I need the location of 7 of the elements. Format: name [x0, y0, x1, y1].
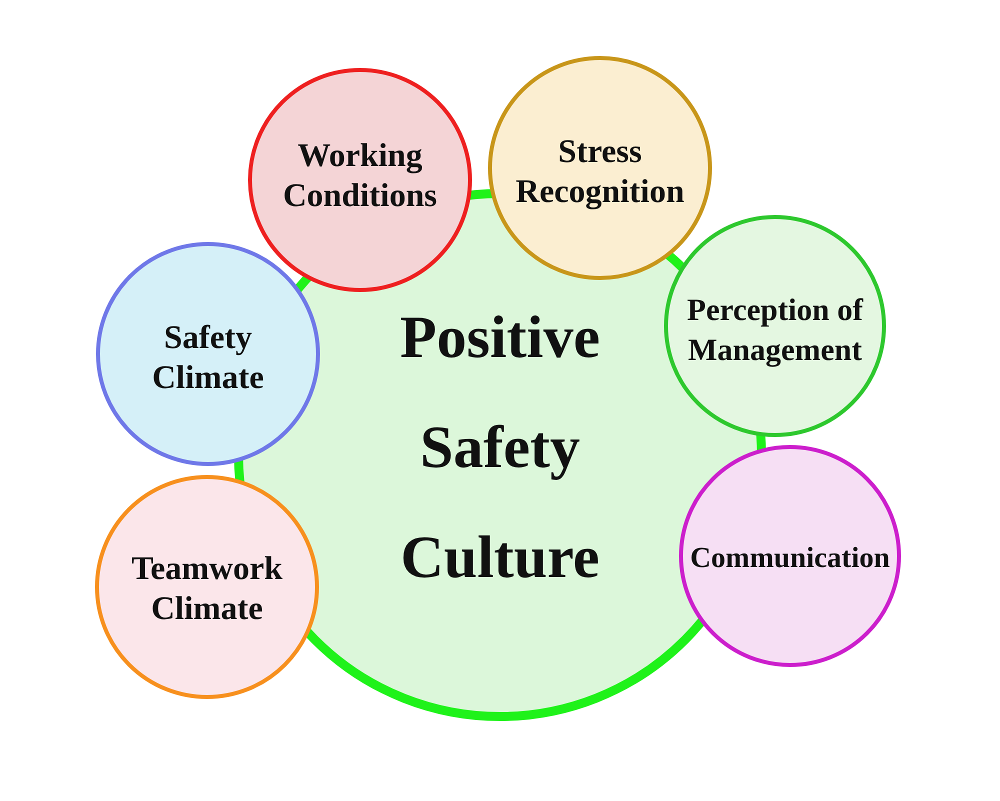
node-label: Stress Recognition — [514, 133, 686, 212]
node-label: Teamwork Climate — [130, 550, 284, 629]
node-label: Perception of Management — [686, 291, 864, 369]
node-label: Working Conditions — [282, 137, 438, 216]
node-label: Communication — [690, 541, 890, 576]
node-label: Safety Climate — [151, 319, 265, 398]
node-label: Positive Safety Culture — [399, 303, 601, 592]
